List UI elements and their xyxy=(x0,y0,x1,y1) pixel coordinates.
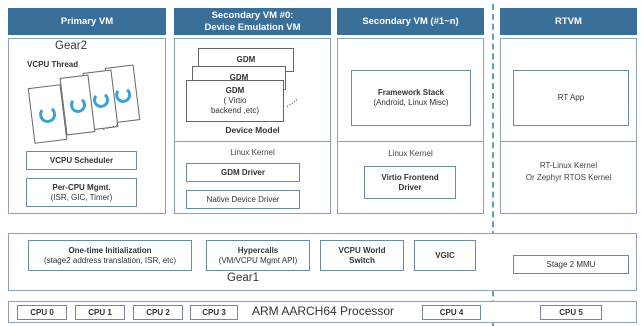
percpu-mgmt-detail: (ISR, GIC, Timer) xyxy=(50,192,113,202)
rtvm-title: RTVM xyxy=(555,15,582,27)
refresh-icon xyxy=(38,105,58,124)
onetime-init-title: One-time Initialization xyxy=(68,245,152,255)
primary-vm-header: Primary VM xyxy=(8,8,166,35)
primary-vm-title: Primary VM xyxy=(60,15,114,27)
device-model-label: Device Model xyxy=(225,125,280,135)
secondary-vmn-linux-kernel: Linux Kernel xyxy=(388,149,433,158)
native-device-driver-label: Native Device Driver xyxy=(206,194,280,204)
percpu-mgmt-box: Per-CPU Mgmt. (ISR, GIC, Timer) xyxy=(26,178,137,207)
secondary-vmn-separator xyxy=(337,141,484,142)
stage2-mmu-box: Stage 2 MMU xyxy=(513,255,629,274)
gdm-label: GDM xyxy=(229,73,249,82)
secondary-vm0-title-line2: Device Emulation VM xyxy=(204,21,301,33)
onetime-init-box: One-time Initialization (stage2 address … xyxy=(28,240,192,271)
gear2-label: Gear2 xyxy=(55,40,87,52)
gdm-label: GDM xyxy=(236,55,256,64)
refresh-icon xyxy=(69,96,87,114)
rt-app-box: RT App xyxy=(513,70,629,126)
framework-stack-box: Framework Stack (Android, Linux Misc) xyxy=(351,70,471,126)
cpu-3-box: CPU 3 xyxy=(190,305,238,320)
virtio-frontend-line1: Virtio Frontend xyxy=(381,172,439,182)
stage2-mmu-label: Stage 2 MMU xyxy=(546,259,596,269)
framework-stack-detail: (Android, Linux Misc) xyxy=(373,98,449,107)
gdm-front-title: GDM xyxy=(225,86,245,95)
cpu-4-box: CPU 4 xyxy=(422,305,481,320)
secondary-vmn-header: Secondary VM (#1~n) xyxy=(337,8,484,35)
rtvm-kernel-line2: Or Zephyr RTOS Kernel xyxy=(525,173,612,182)
vgic-label: VGIC xyxy=(435,250,455,260)
cpu-5-box: CPU 5 xyxy=(540,305,602,320)
secondary-vm0-linux-kernel: Linux Kernel xyxy=(230,148,275,157)
onetime-init-detail: (stage2 address translation, ISR, etc) xyxy=(43,255,177,265)
cpu-0-box: CPU 0 xyxy=(17,305,67,320)
vcpu-world-switch-line1: VCPU World xyxy=(338,245,386,255)
refresh-icon xyxy=(92,91,110,109)
rtvm-panel xyxy=(500,38,637,214)
rtvm-kernel-line1: RT-Linux Kernel xyxy=(539,161,598,170)
cpu-1-box: CPU 1 xyxy=(75,305,125,320)
gdm-box-front: GDM ( Virtio backend ,etc) xyxy=(186,80,284,122)
gdm-driver-box: GDM Driver xyxy=(186,163,300,182)
processor-label: ARM AARCH64 Processor xyxy=(252,304,395,318)
rtvm-header: RTVM xyxy=(500,8,637,35)
refresh-icon xyxy=(114,86,133,104)
gdm-driver-label: GDM Driver xyxy=(220,167,265,177)
rt-app-label: RT App xyxy=(557,93,585,102)
cpu-2-box: CPU 2 xyxy=(133,305,183,320)
vcpu-world-switch-box: VCPU World Switch xyxy=(320,240,404,271)
virtio-frontend-driver-box: Virtio Frontend Driver xyxy=(364,166,456,199)
hypercalls-box: Hypercalls (VM/VCPU Mgmt API) xyxy=(206,240,310,271)
vcpu-scheduler-box: VCPU Scheduler xyxy=(26,151,137,170)
vcpu-world-switch-line2: Switch xyxy=(349,255,375,265)
secondary-vm0-title-line1: Secondary VM #0: xyxy=(211,9,294,21)
gdm-front-detail2: backend ,etc) xyxy=(210,106,260,115)
secondary-vm0-header: Secondary VM #0: Device Emulation VM xyxy=(174,8,331,35)
gdm-front-detail1: ( Virtio xyxy=(223,96,247,105)
rtvm-separator xyxy=(500,141,637,142)
vgic-box: VGIC xyxy=(414,240,476,271)
hypercalls-detail: (VM/VCPU Mgmt API) xyxy=(218,255,298,265)
gear1-label: Gear1 xyxy=(227,272,259,284)
secondary-vm0-separator xyxy=(174,141,331,142)
hypercalls-title: Hypercalls xyxy=(237,245,279,255)
percpu-mgmt-title: Per-CPU Mgmt. xyxy=(52,182,111,192)
framework-stack-title: Framework Stack xyxy=(377,88,445,97)
virtio-frontend-line2: Driver xyxy=(398,182,422,192)
vcpu-thread-label: VCPU Thread xyxy=(27,60,79,69)
vcpu-scheduler-label: VCPU Scheduler xyxy=(49,155,114,165)
secondary-vmn-title: Secondary VM (#1~n) xyxy=(362,15,459,27)
vcpu-thread-card xyxy=(27,84,68,144)
native-device-driver-box: Native Device Driver xyxy=(186,190,300,209)
rtvm-divider xyxy=(492,4,494,326)
